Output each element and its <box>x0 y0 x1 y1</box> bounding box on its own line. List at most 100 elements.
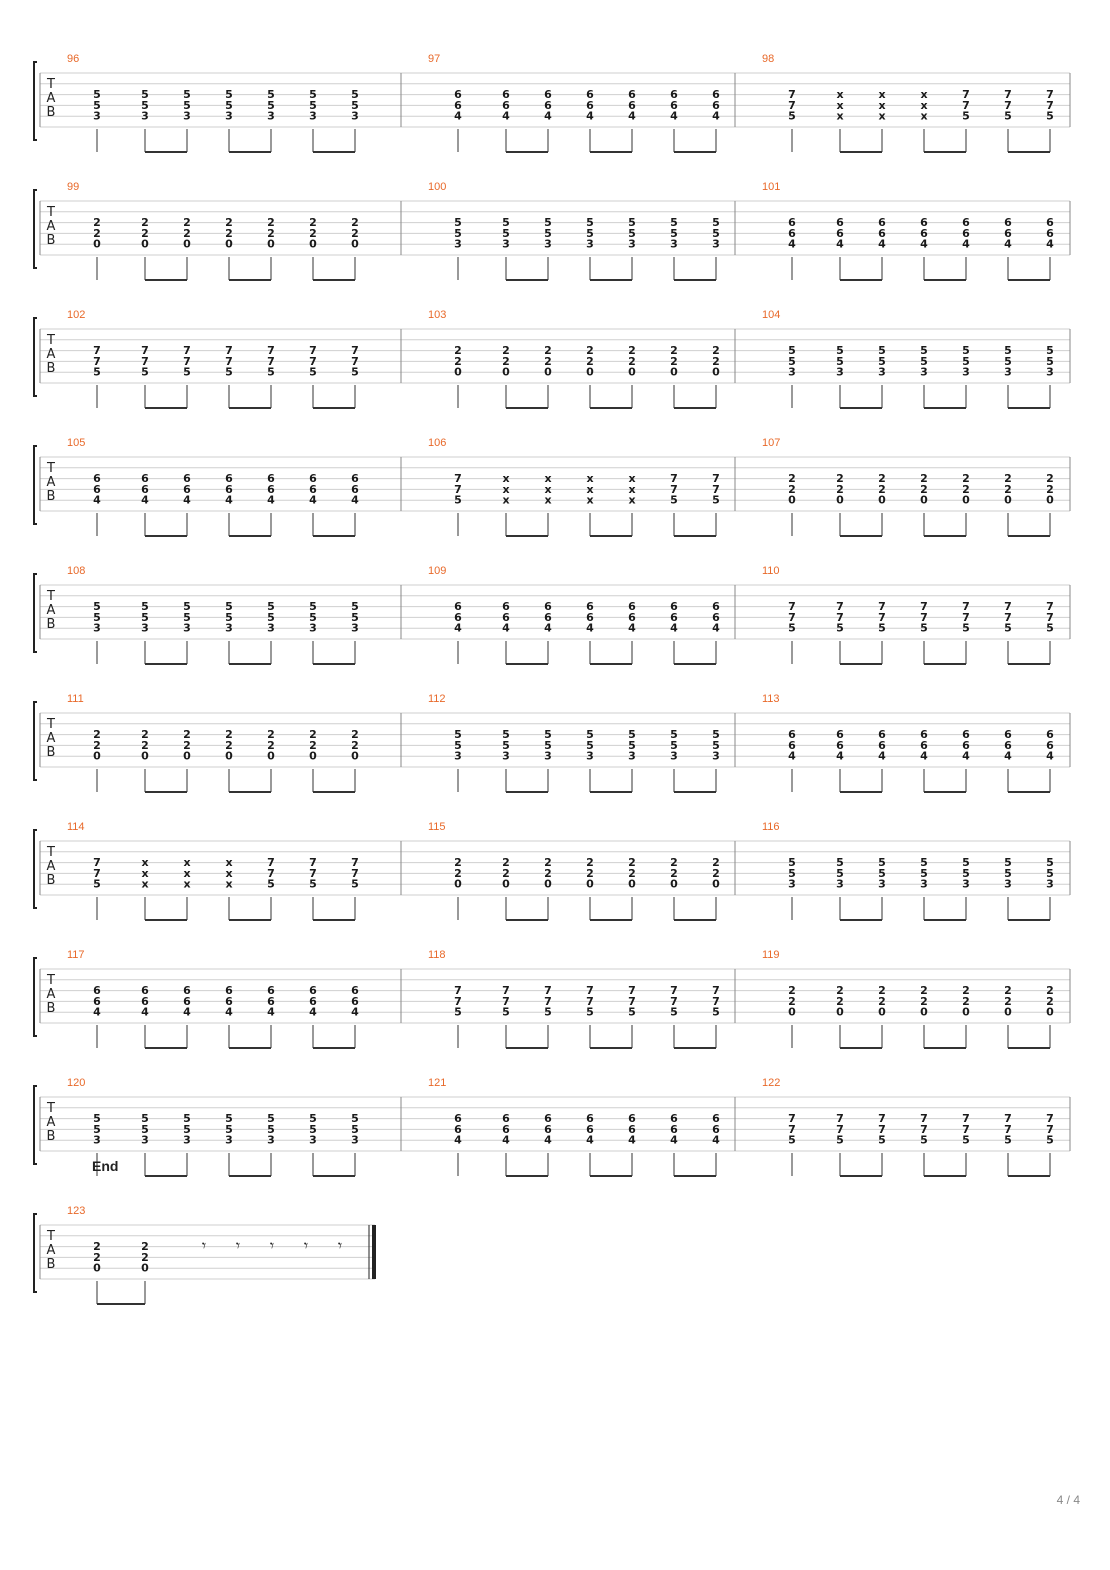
fret-number: 5 <box>788 344 796 357</box>
fret-number: 2 <box>225 227 233 240</box>
fret-number: 5 <box>183 1112 191 1125</box>
measure-number: 101 <box>762 181 780 193</box>
fret-number: 2 <box>628 355 636 368</box>
fret-number: 7 <box>93 856 101 869</box>
fret-number: x <box>544 483 551 496</box>
fret-number: 4 <box>454 1134 462 1147</box>
fret-number: 3 <box>267 110 275 123</box>
measure-number: 107 <box>762 437 780 449</box>
fret-number: 2 <box>712 344 720 357</box>
fret-number: 6 <box>351 472 359 485</box>
fret-number: 4 <box>628 1134 636 1147</box>
fret-number: 6 <box>670 1123 678 1136</box>
fret-number: 2 <box>1046 483 1054 496</box>
system-brace <box>33 189 37 269</box>
fret-number: x <box>225 867 232 880</box>
fret-number: x <box>141 878 148 891</box>
fret-number: 6 <box>920 739 928 752</box>
fret-number: 7 <box>309 344 317 357</box>
fret-number: 4 <box>544 1134 552 1147</box>
fret-number: 3 <box>183 110 191 123</box>
fret-number: 6 <box>454 611 462 624</box>
fret-number: 3 <box>225 622 233 635</box>
measure-number: 104 <box>762 309 780 321</box>
fret-number: 5 <box>502 227 510 240</box>
fret-number: 7 <box>1004 600 1012 613</box>
fret-number: 2 <box>225 216 233 229</box>
fret-number: 3 <box>454 238 462 251</box>
fret-number: 7 <box>788 600 796 613</box>
fret-number: 5 <box>586 728 594 741</box>
fret-number: 3 <box>267 1134 275 1147</box>
fret-number: 5 <box>351 600 359 613</box>
fret-number: 6 <box>628 88 636 101</box>
fret-number: 5 <box>141 611 149 624</box>
fret-number: 6 <box>586 600 594 613</box>
fret-number: 5 <box>1046 867 1054 880</box>
fret-number: 2 <box>670 856 678 869</box>
fret-number: 3 <box>309 622 317 635</box>
fret-number: 7 <box>788 1123 796 1136</box>
fret-number: 2 <box>267 739 275 752</box>
fret-number: 2 <box>141 739 149 752</box>
fret-number: 2 <box>1046 984 1054 997</box>
fret-number: 7 <box>454 472 462 485</box>
fret-number: 2 <box>712 856 720 869</box>
fret-number: 7 <box>670 472 678 485</box>
tab-clef-letter: A <box>47 1243 56 1258</box>
fret-number: 3 <box>183 622 191 635</box>
fret-number: 5 <box>141 600 149 613</box>
fret-number: 2 <box>920 472 928 485</box>
fret-number: 4 <box>712 110 720 123</box>
fret-number: x <box>502 494 509 507</box>
fret-number: 2 <box>670 355 678 368</box>
fret-number: 2 <box>878 995 886 1008</box>
fret-number: 5 <box>351 88 359 101</box>
measure-number: 98 <box>762 53 774 65</box>
fret-number: 5 <box>878 622 886 635</box>
fret-number: 3 <box>351 622 359 635</box>
fret-number: 2 <box>962 472 970 485</box>
fret-number: 7 <box>351 344 359 357</box>
measure-number: 106 <box>428 437 446 449</box>
fret-number: 7 <box>878 1112 886 1125</box>
measure-number: 110 <box>762 565 780 577</box>
fret-number: 3 <box>586 238 594 251</box>
fret-number: 5 <box>141 88 149 101</box>
fret-number: 5 <box>225 1112 233 1125</box>
fret-number: 5 <box>1004 867 1012 880</box>
fret-number: 4 <box>586 622 594 635</box>
fret-number: 5 <box>878 355 886 368</box>
fret-number: 5 <box>1004 622 1012 635</box>
fret-number: 5 <box>267 88 275 101</box>
fret-number: 2 <box>544 867 552 880</box>
fret-number: 0 <box>93 1262 101 1275</box>
fret-number: 4 <box>267 1006 275 1019</box>
fret-number: 5 <box>836 1134 844 1147</box>
fret-number: 4 <box>1046 750 1054 763</box>
fret-number: 3 <box>878 878 886 891</box>
fret-number: 5 <box>962 622 970 635</box>
fret-number: 2 <box>628 856 636 869</box>
fret-number: 6 <box>878 216 886 229</box>
tab-clef-letter: T <box>46 717 55 732</box>
fret-number: 7 <box>225 355 233 368</box>
fret-number: 6 <box>1004 227 1012 240</box>
tab-clef-letter: B <box>47 361 56 376</box>
fret-number: 6 <box>183 483 191 496</box>
fret-number: 5 <box>454 728 462 741</box>
fret-number: 6 <box>1004 216 1012 229</box>
measure-number: 117 <box>67 949 85 961</box>
fret-number: 6 <box>962 227 970 240</box>
fret-number: 6 <box>670 600 678 613</box>
fret-number: 7 <box>351 355 359 368</box>
measure-number: 122 <box>762 1077 780 1089</box>
fret-number: 5 <box>454 227 462 240</box>
fret-number: 6 <box>544 99 552 112</box>
fret-number: 6 <box>836 227 844 240</box>
fret-number: 6 <box>628 611 636 624</box>
fret-number: 2 <box>836 995 844 1008</box>
fret-number: 5 <box>920 622 928 635</box>
fret-number: 7 <box>920 1123 928 1136</box>
fret-number: 6 <box>878 739 886 752</box>
